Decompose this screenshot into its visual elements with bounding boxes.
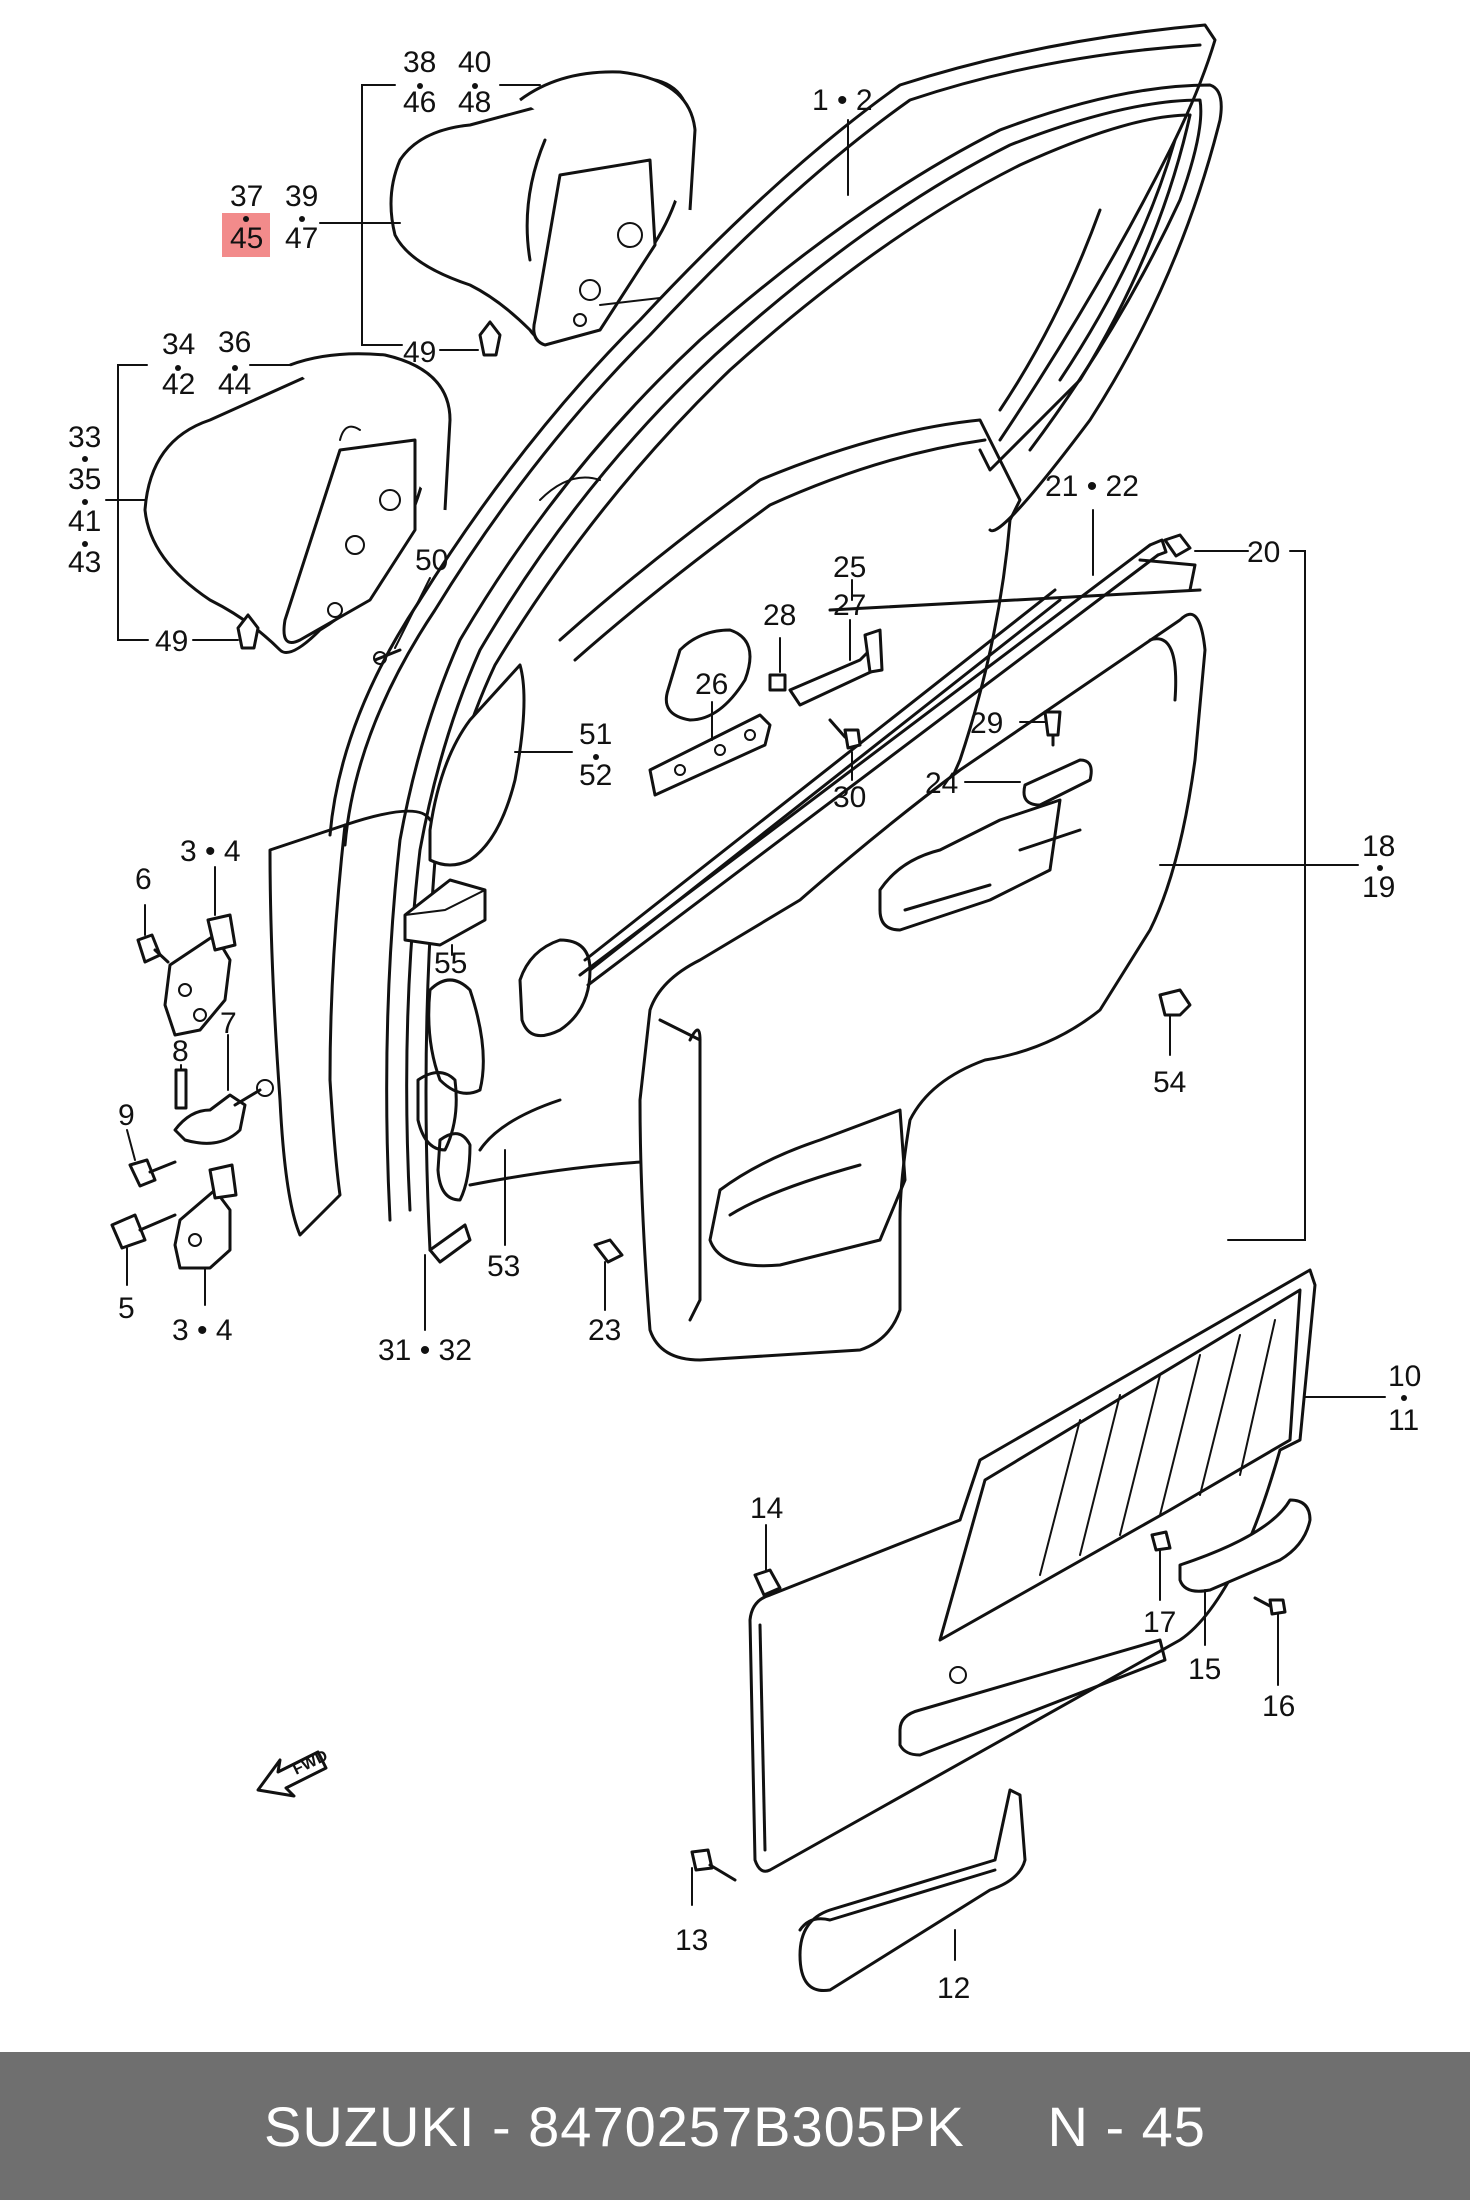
callout-40: 40: [458, 46, 491, 79]
callout-3-4-bottom: 3 • 4: [172, 1314, 233, 1347]
callout-24: 24: [925, 767, 958, 800]
clip-20: [1163, 533, 1192, 558]
pin-8: [174, 1068, 188, 1110]
door-check-55: [403, 878, 487, 947]
mirror-lower: [143, 352, 452, 665]
callout-38: 38: [403, 46, 436, 79]
callout-31-32: 31 • 32: [378, 1334, 472, 1367]
callout-27: 27: [833, 589, 866, 622]
callout-54: 54: [1153, 1066, 1186, 1099]
callout-28: 28: [763, 599, 796, 632]
screw-30: [828, 718, 862, 750]
callout-39: 39: [285, 180, 318, 213]
callout-1-2: 1 • 2: [812, 84, 873, 117]
screw-13: [690, 1848, 737, 1882]
screw-29: [1043, 710, 1062, 747]
callout-19: 19: [1362, 871, 1395, 904]
callout-52: 52: [579, 759, 612, 792]
callout-35: 35: [68, 463, 101, 496]
callout-7: 7: [220, 1007, 237, 1040]
callout-5: 5: [118, 1292, 135, 1325]
callout-51: 51: [579, 718, 612, 751]
callout-21-22: 21 • 22: [1045, 470, 1139, 503]
callout-17: 17: [1143, 1606, 1176, 1639]
callout-13: 13: [675, 1924, 708, 1957]
door-frame: [328, 23, 1223, 1264]
hinge-lower: [173, 1163, 238, 1270]
callout-55: 55: [434, 947, 467, 980]
handle-7: [173, 1079, 274, 1145]
rail-53: [478, 1098, 562, 1152]
fwd-arrow: FWD: [256, 1747, 331, 1798]
callout-30: 30: [833, 781, 866, 814]
callout-12: 12: [937, 1972, 970, 2005]
weatherstrip-21-22: [578, 538, 1168, 987]
callout-14: 14: [750, 1492, 783, 1525]
callout-3-4-top: 3 • 4: [180, 835, 241, 868]
callout-labels: 1 • 2 38 40 46 48 37 39 45 47 49 34 36 4…: [68, 46, 1421, 2005]
inside-handle-24: [1022, 758, 1093, 807]
clip-17: [1150, 1530, 1172, 1552]
pull-handle-15: [1178, 1498, 1312, 1593]
callout-25: 25: [833, 551, 866, 584]
callout-8: 8: [172, 1035, 189, 1068]
callout-34: 34: [162, 328, 195, 361]
bolt-28: [768, 673, 787, 692]
parts-diagram: FWD: [68, 23, 1421, 2005]
callout-50: 50: [415, 544, 448, 577]
bolt-5: [110, 1213, 177, 1250]
callout-6: 6: [135, 863, 152, 896]
callout-37: 37: [230, 180, 263, 213]
callout-23: 23: [588, 1314, 621, 1347]
callout-26: 26: [695, 668, 728, 701]
hinge-upper: [163, 913, 237, 1037]
callout-33: 33: [68, 421, 101, 454]
window-glass-51-52: [428, 663, 526, 867]
callout-44: 44: [218, 368, 251, 401]
footer-bar: SUZUKI - 8470257B305PK N - 45: [0, 2052, 1470, 2200]
callout-10: 10: [1388, 1360, 1421, 1393]
callout-11: 11: [1388, 1404, 1419, 1437]
bolt-9: [128, 1158, 177, 1188]
regulator-bracket-27: [788, 628, 884, 707]
callout-42: 42: [162, 368, 195, 401]
mirror-upper: [389, 70, 697, 347]
callout-20: 20: [1247, 536, 1280, 569]
callout-29: 29: [970, 707, 1003, 740]
screw-49-bottom: [236, 613, 260, 650]
footer-text: SUZUKI - 8470257B305PK N - 45: [264, 2094, 1206, 2158]
door-trim-18-19: [638, 558, 1207, 1362]
screw-16: [1253, 1596, 1287, 1616]
callout-49-bottom: 49: [155, 625, 188, 658]
callout-47: 47: [285, 222, 318, 255]
screw-49-top: [478, 320, 502, 357]
leader-lines: [105, 84, 1386, 1961]
callout-41: 41: [68, 505, 101, 538]
callout-48: 48: [458, 86, 491, 119]
callout-36: 36: [218, 326, 251, 359]
callout-15: 15: [1188, 1653, 1221, 1686]
bolt-6: [136, 933, 170, 964]
callout-9: 9: [118, 1099, 135, 1132]
callout-18: 18: [1362, 830, 1395, 863]
clip-54: [1158, 988, 1192, 1017]
callout-49-top: 49: [403, 336, 436, 369]
callout-43: 43: [68, 546, 101, 579]
clip-23: [593, 1238, 624, 1264]
callout-45: 45: [230, 222, 263, 255]
callout-53: 53: [487, 1250, 520, 1283]
armrest-12: [798, 1788, 1027, 1993]
regulator-bracket-26: [648, 713, 772, 797]
clip-14: [753, 1568, 782, 1597]
callout-16: 16: [1262, 1690, 1295, 1723]
callout-46: 46: [403, 86, 436, 119]
